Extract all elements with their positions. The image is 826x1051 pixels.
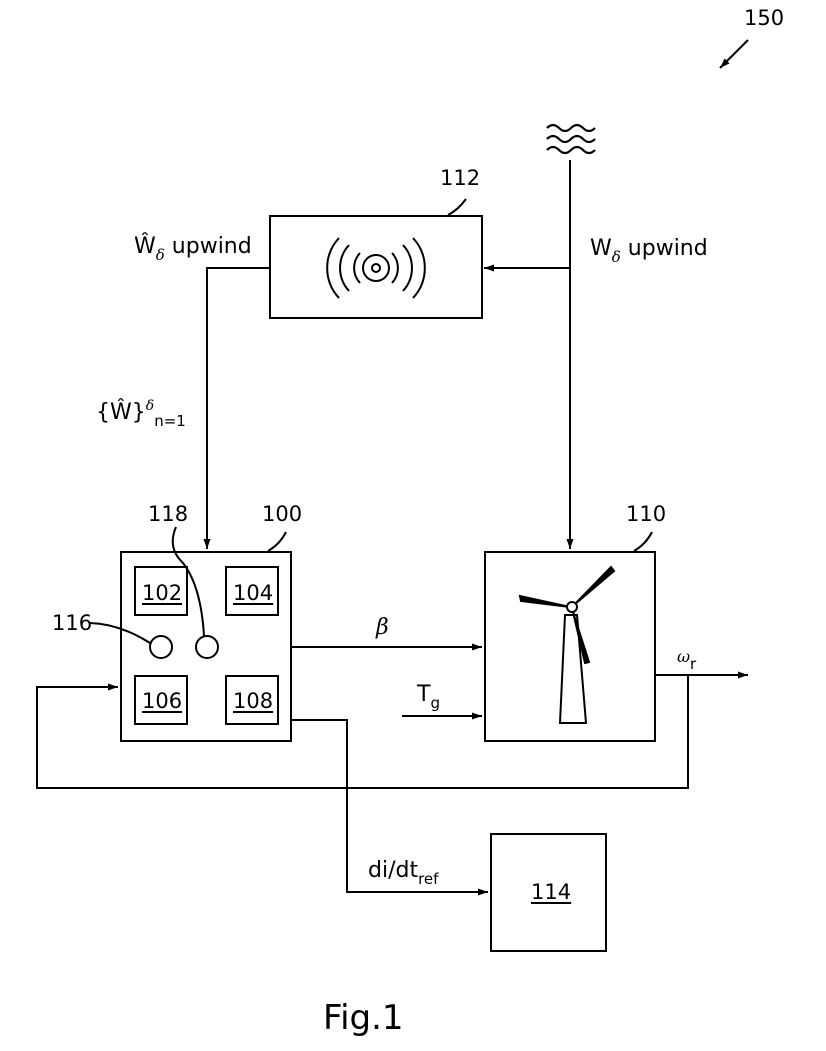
turbine-box	[485, 552, 655, 741]
ref-116-label: 116	[52, 613, 92, 634]
rotor-speed-sub: r	[690, 655, 696, 673]
torque-label: Tg	[417, 684, 440, 706]
current-ref-sub: ref	[418, 870, 438, 888]
estimated-wind-label: Ŵδ upwind	[134, 236, 252, 258]
antenna-icon	[327, 238, 425, 298]
rotor-speed-symbol: ω	[677, 647, 690, 666]
estimated-wind-symbol: Ŵ	[134, 234, 156, 259]
current-ref-text: di/dt	[368, 858, 418, 883]
measured-wind-sub: δ	[612, 248, 621, 266]
measured-wind-symbol: W	[590, 236, 612, 261]
sensor-box	[270, 216, 482, 318]
measured-wind-label: Wδ upwind	[590, 238, 708, 260]
leader-112	[448, 199, 466, 215]
input-118-circle	[196, 636, 218, 658]
pitch-label: β	[376, 617, 389, 639]
torque-symbol: T	[417, 682, 430, 707]
current-ref-label: di/dtref	[368, 860, 438, 882]
estimate-set-label: {Ŵ}δn=1	[96, 402, 186, 424]
ref-150-label: 150	[744, 8, 784, 29]
estimated-wind-suffix: upwind	[172, 234, 252, 259]
ref-102-label: 102	[142, 583, 182, 604]
ref-106-label: 106	[142, 691, 182, 712]
leader-110	[634, 532, 652, 551]
ref-104-label: 104	[233, 583, 273, 604]
wind-turbine-icon	[520, 567, 614, 723]
measured-wind-suffix: upwind	[628, 236, 708, 261]
ref-112-label: 112	[440, 168, 480, 189]
estimated-wind-sub: δ	[156, 246, 165, 264]
estimate-set-text: {Ŵ}	[96, 400, 146, 425]
ref-108-label: 108	[233, 691, 273, 712]
rotor-speed-label: ωr	[677, 645, 696, 667]
figure-caption: Fig.1	[323, 1001, 404, 1035]
leader-150	[720, 40, 748, 68]
estimate-set-sub: n=1	[154, 412, 186, 430]
ref-110-label: 110	[626, 504, 666, 525]
sensor-to-controller-line	[207, 268, 270, 549]
ref-100-label: 100	[262, 504, 302, 525]
ref-118-label: 118	[148, 504, 188, 525]
leader-100	[268, 532, 286, 551]
wind-waves-icon	[547, 125, 595, 153]
torque-sub: g	[430, 694, 440, 712]
estimate-set-sup: δ	[146, 398, 154, 414]
input-116-circle	[150, 636, 172, 658]
ref-114-label: 114	[531, 882, 571, 903]
